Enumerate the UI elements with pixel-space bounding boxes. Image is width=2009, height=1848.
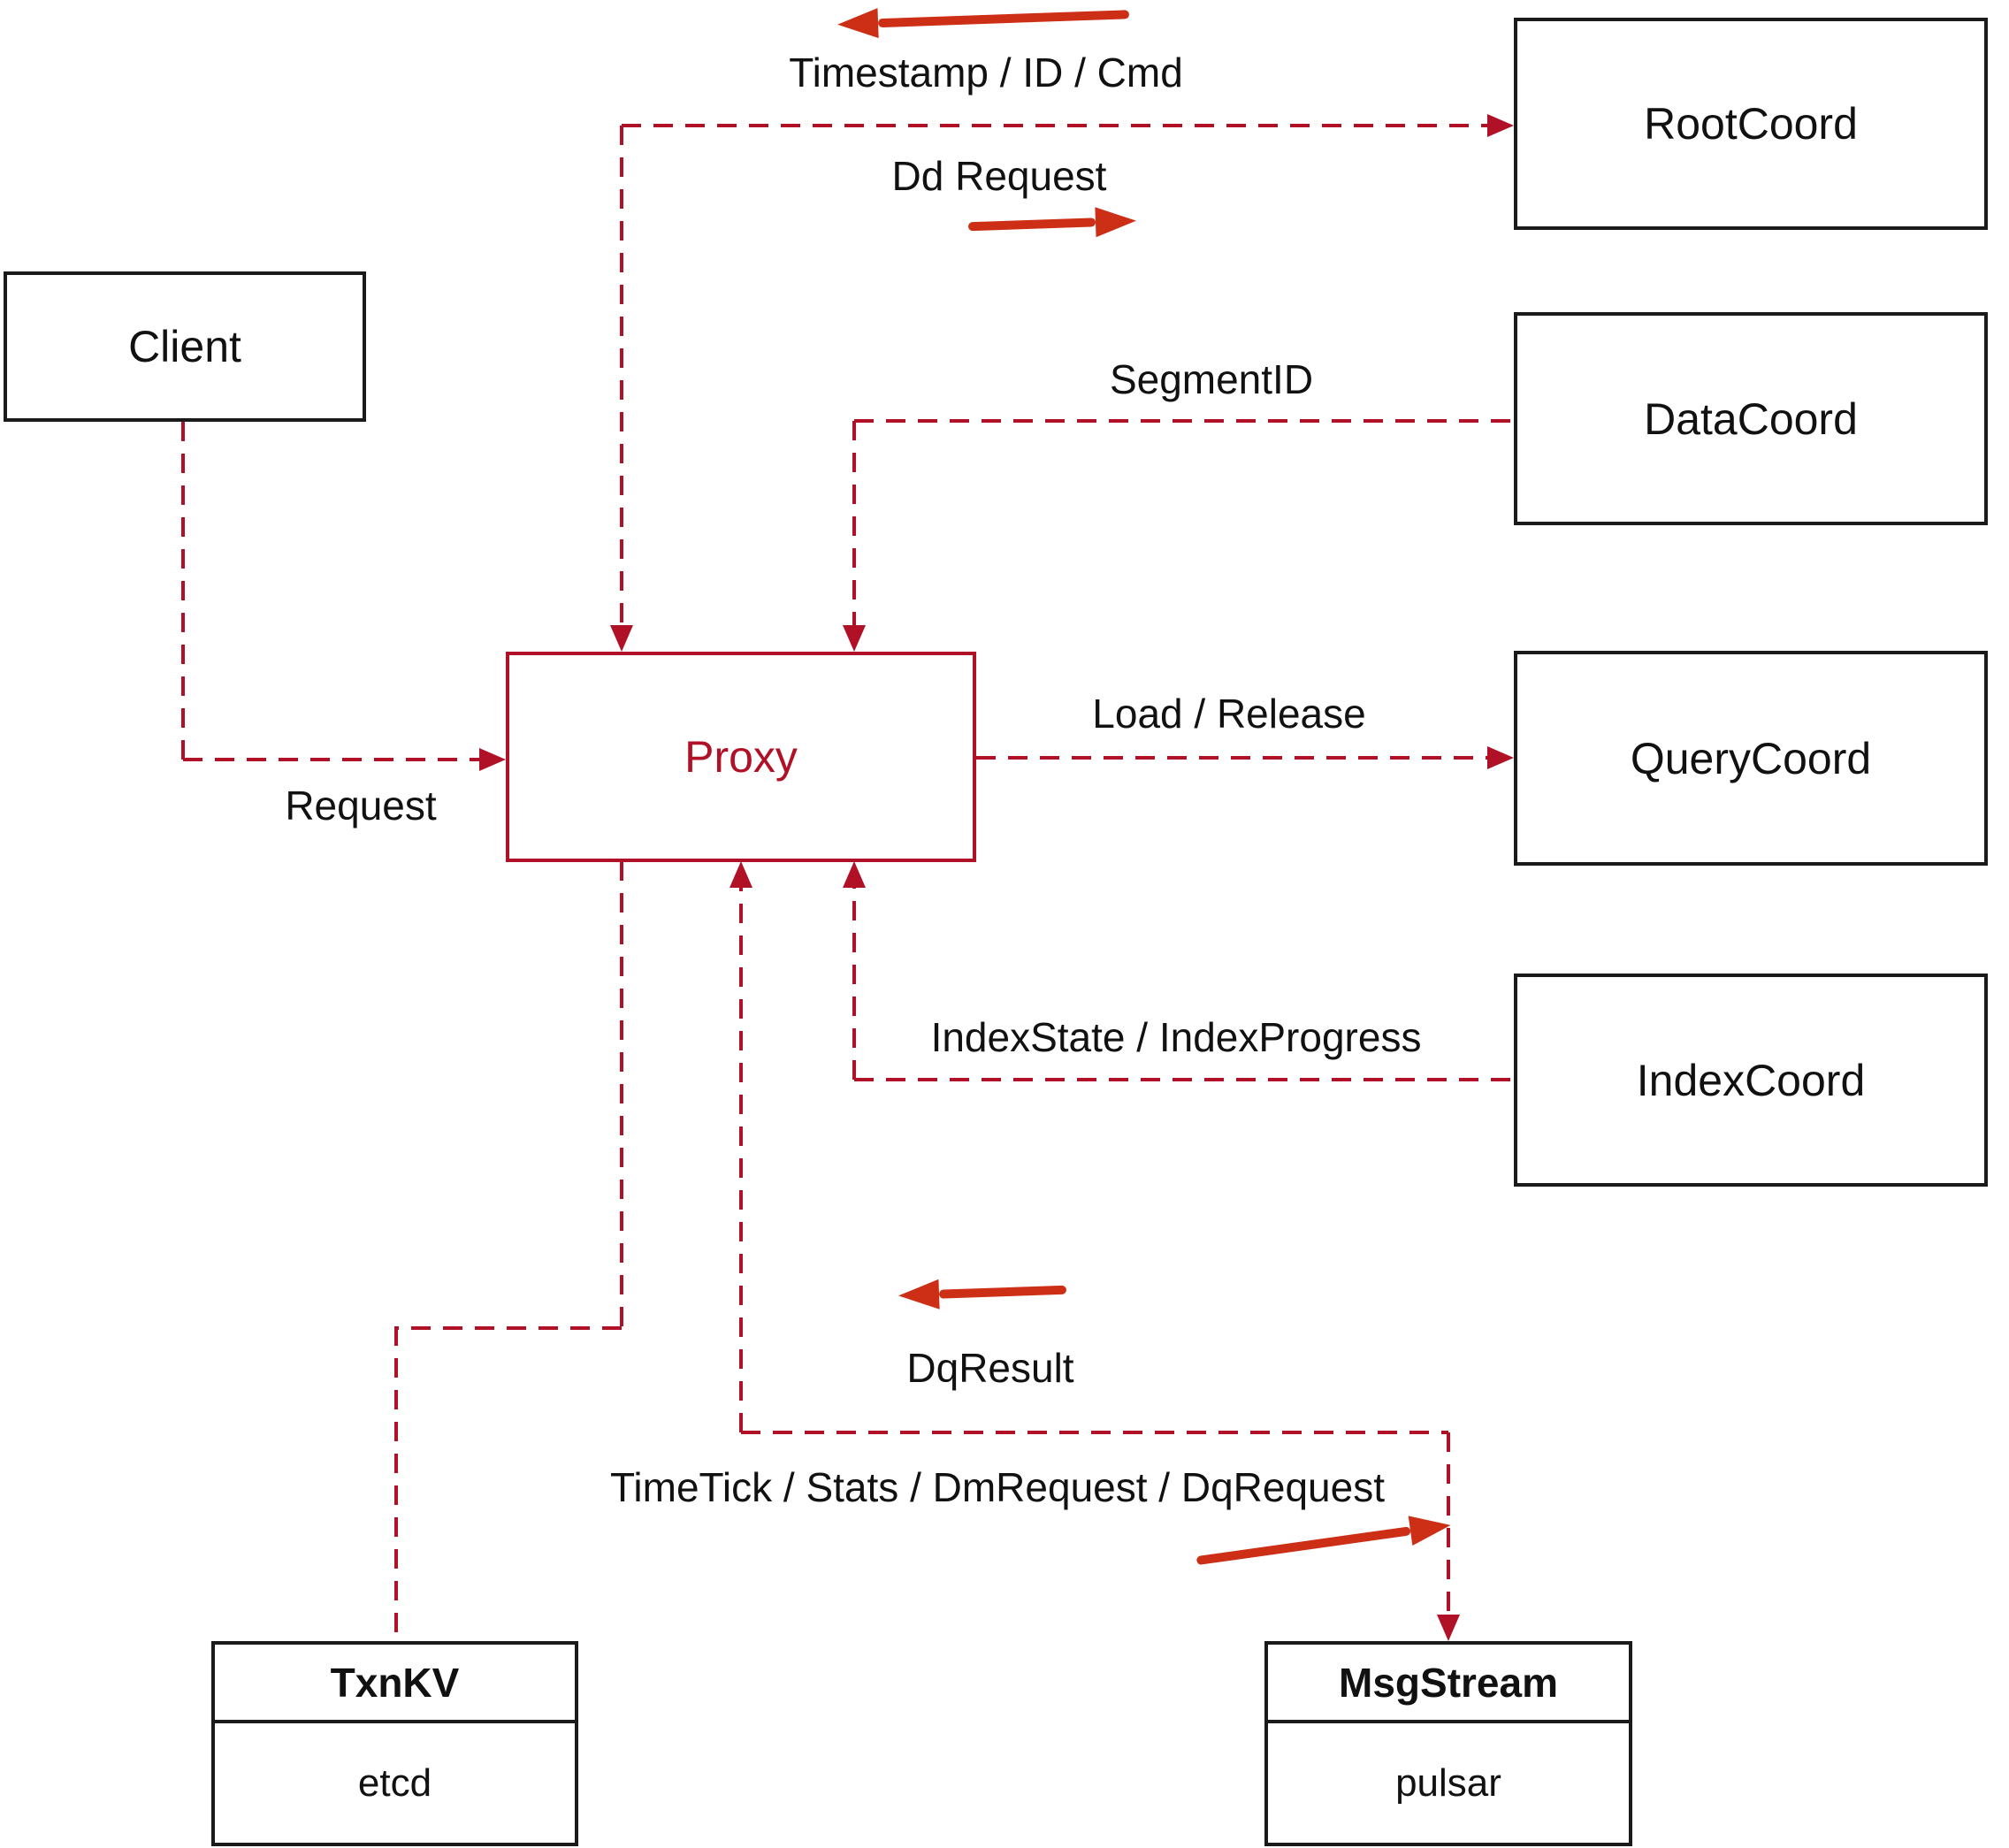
- arrow-left-icon: [836, 8, 879, 40]
- edge-client-proxy-vertical: [181, 422, 185, 761]
- direction-arrow-right-timetick: [1195, 1509, 1453, 1576]
- edge-label-request: Request: [285, 783, 437, 829]
- arrow-right-icon: [1408, 1509, 1453, 1546]
- edge-proxy-rootcoord-horizontal: [622, 124, 1487, 127]
- edge-proxy-querycoord-horizontal: [976, 756, 1487, 760]
- node-client: Client: [4, 271, 366, 422]
- node-rootcoord-label: RootCoord: [1644, 99, 1858, 149]
- node-proxy: Proxy: [506, 652, 976, 862]
- node-indexcoord: IndexCoord: [1514, 974, 1988, 1187]
- arrowhead-into-proxy-from-rootcoord: [610, 625, 633, 652]
- edge-label-dd-request: Dd Request: [891, 153, 1107, 199]
- arrowhead-into-proxy-from-msgstream: [730, 861, 752, 888]
- arrow-left-icon: [898, 1279, 940, 1311]
- arrowhead-into-querycoord: [1487, 746, 1514, 769]
- edge-proxy-txnkv-vertical-lower: [394, 1326, 398, 1641]
- node-txnkv: TxnKV etcd: [211, 1641, 578, 1846]
- edge-label-dq-result: DqResult: [906, 1345, 1074, 1391]
- edge-proxy-msgstream-vertical-lower: [1447, 1432, 1450, 1615]
- edge-proxy-txnkv-vertical-upper: [620, 861, 623, 1328]
- edge-label-index-state: IndexState / IndexProgress: [930, 1014, 1422, 1060]
- node-msgstream-title: MsgStream: [1268, 1645, 1629, 1723]
- edge-label-segment-id: SegmentID: [1109, 356, 1314, 402]
- edge-datacoord-proxy-horizontal: [854, 419, 1514, 423]
- arrowhead-into-msgstream: [1437, 1615, 1460, 1641]
- arrowhead-into-proxy-from-datacoord: [843, 625, 866, 652]
- arrowhead-into-proxy-from-indexcoord: [843, 861, 866, 888]
- node-querycoord-label: QueryCoord: [1630, 733, 1872, 783]
- edge-client-proxy-horizontal: [183, 758, 479, 761]
- arrow-right-icon: [1095, 205, 1137, 238]
- arrowhead-into-rootcoord: [1487, 114, 1514, 137]
- direction-arrow-left-dqresult: [898, 1275, 1067, 1311]
- node-msgstream-impl: pulsar: [1395, 1760, 1501, 1805]
- direction-arrow-right-dd-request: [967, 205, 1137, 242]
- direction-arrow-left-timestamp: [836, 0, 1130, 40]
- node-rootcoord: RootCoord: [1514, 18, 1988, 230]
- edge-indexcoord-proxy-vertical: [852, 888, 856, 1080]
- node-datacoord: DataCoord: [1514, 312, 1988, 525]
- edge-label-timestamp-id-cmd: Timestamp / ID / Cmd: [789, 50, 1183, 95]
- edge-label-load-release: Load / Release: [1092, 691, 1366, 737]
- edge-proxy-txnkv-horizontal: [394, 1326, 622, 1330]
- edge-label-timetick: TimeTick / Stats / DmRequest / DqRequest: [610, 1464, 1385, 1510]
- edge-proxy-msgstream-horizontal: [741, 1431, 1448, 1434]
- node-proxy-label: Proxy: [684, 732, 798, 782]
- node-txnkv-title: TxnKV: [215, 1645, 575, 1723]
- edge-datacoord-proxy-vertical: [852, 421, 856, 625]
- edge-rootcoord-proxy-vertical: [620, 126, 623, 625]
- node-datacoord-label: DataCoord: [1644, 393, 1858, 444]
- node-querycoord: QueryCoord: [1514, 651, 1988, 866]
- edge-proxy-msgstream-vertical-upper: [739, 888, 743, 1432]
- edge-indexcoord-proxy-horizontal: [854, 1078, 1514, 1081]
- node-client-label: Client: [128, 322, 241, 371]
- node-txnkv-impl: etcd: [357, 1760, 432, 1805]
- node-msgstream: MsgStream pulsar: [1264, 1641, 1632, 1846]
- node-indexcoord-label: IndexCoord: [1636, 1055, 1866, 1105]
- arrowhead-into-proxy-from-client: [479, 748, 506, 771]
